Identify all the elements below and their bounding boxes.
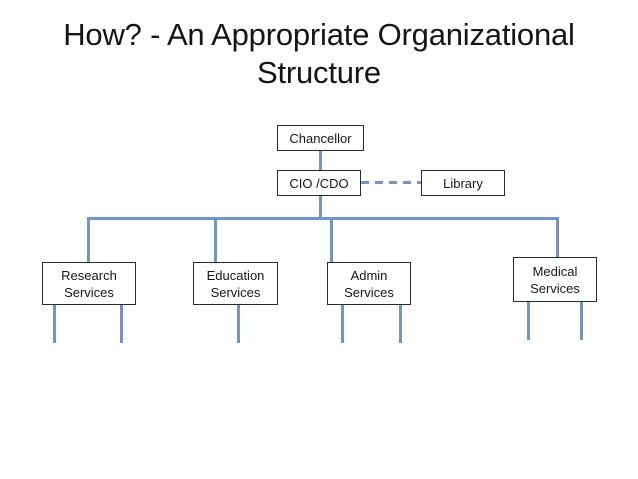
node-admin-services[interactable]: Admin Services [327,262,411,305]
node-chancellor[interactable]: Chancellor [277,125,364,151]
node-education-services[interactable]: Education Services [193,262,278,305]
connector-bus-to-admin [330,217,333,263]
stub-admin-2 [399,305,402,343]
node-medical-services[interactable]: Medical Services [513,257,597,302]
stub-research-2 [120,305,123,343]
connector-chancellor-to-cio [319,150,322,172]
node-research-services[interactable]: Research Services [42,262,136,305]
connector-bus-to-research [87,217,90,263]
node-library[interactable]: Library [421,170,505,196]
page-title: How? - An Appropriate Organizational Str… [63,17,575,90]
stub-admin-1 [341,305,344,343]
stub-research-1 [53,305,56,343]
stub-medical-2 [580,302,583,340]
connector-cio-to-library-dashed [361,181,421,184]
stub-medical-1 [527,302,530,340]
connector-horizontal-bus [87,217,559,220]
node-cio-cdo[interactable]: CIO /CDO [277,170,361,196]
stub-education-1 [237,305,240,343]
connector-bus-to-education [214,217,217,263]
connector-cio-to-bus [319,195,322,220]
connector-bus-to-medical [556,217,559,258]
